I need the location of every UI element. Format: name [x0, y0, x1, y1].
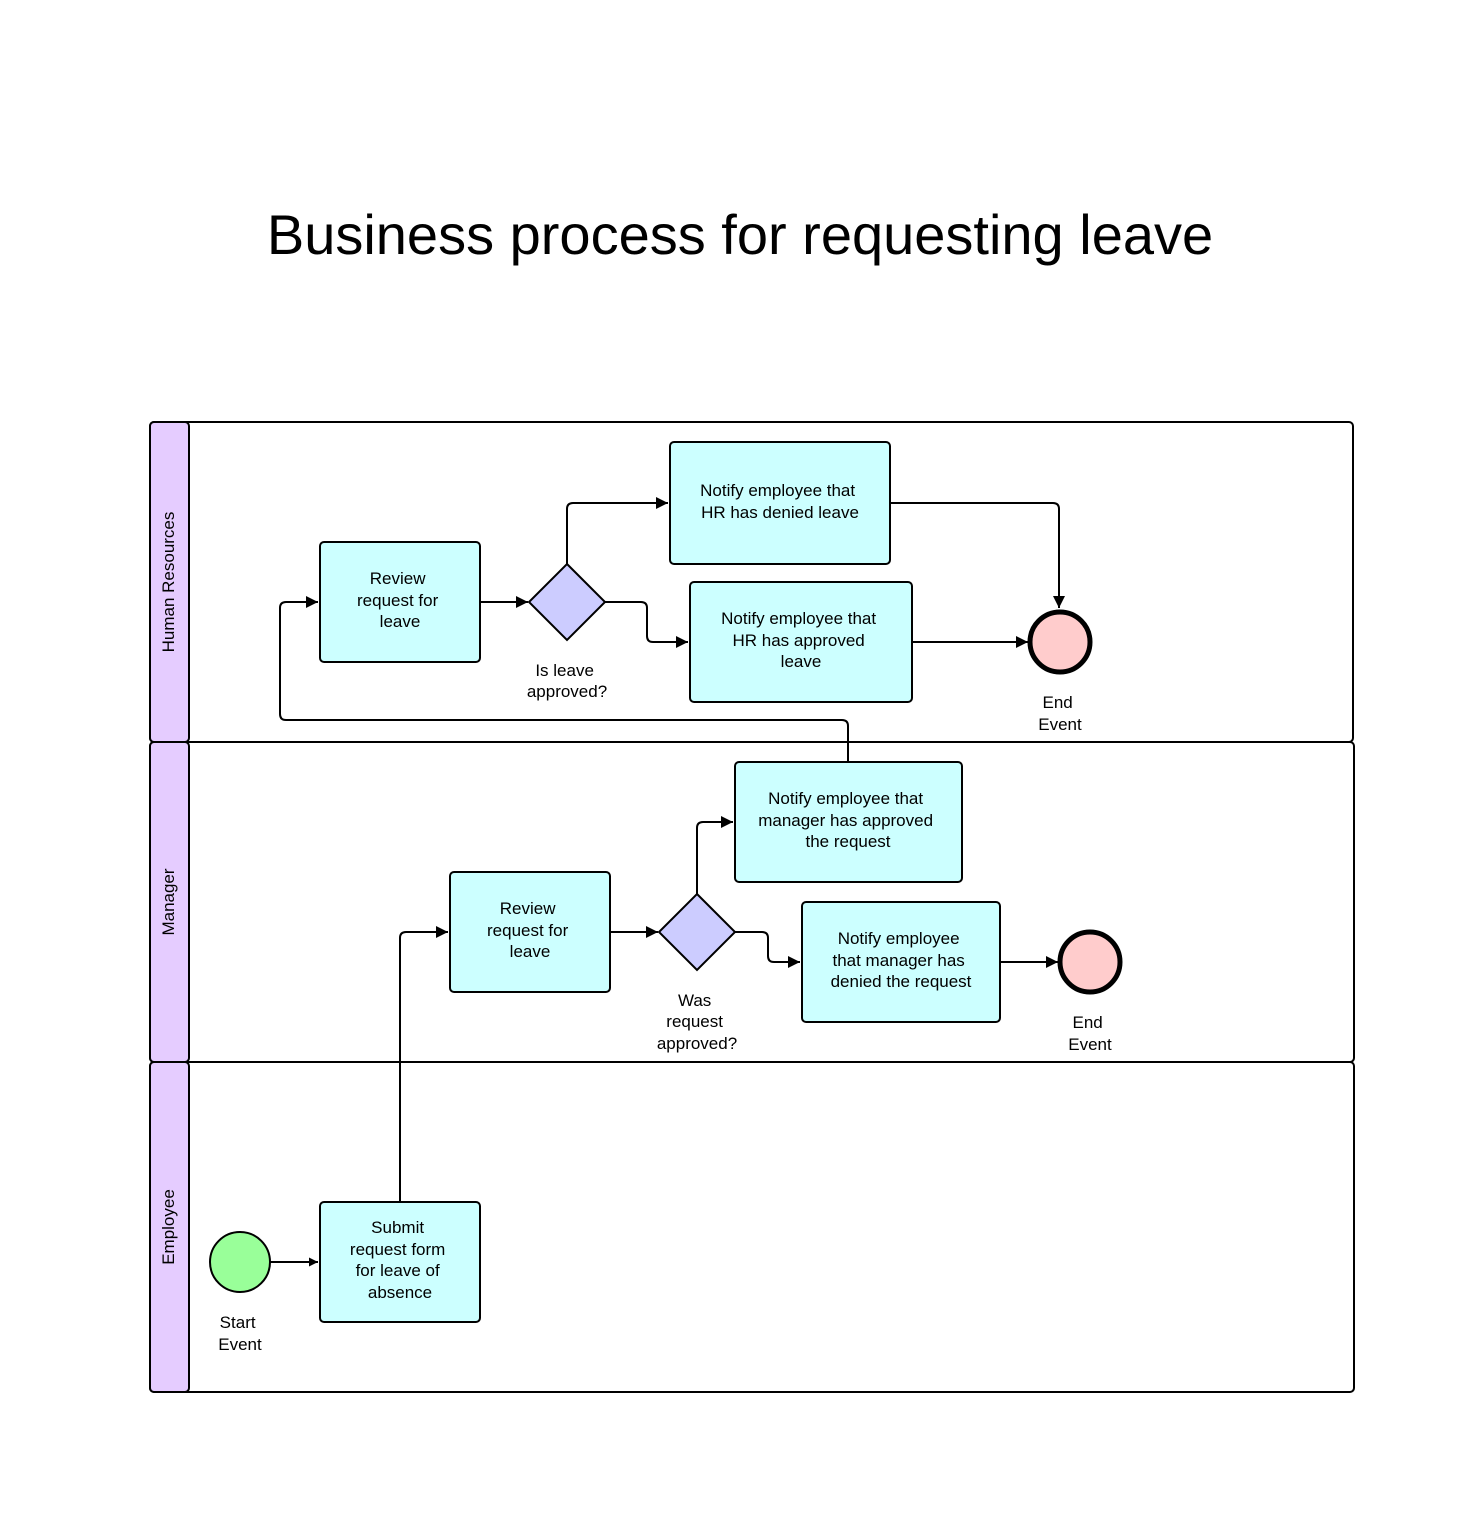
task-label-line: the request: [805, 832, 890, 851]
task-manager-notify-approved: Notify employee that manager has approve…: [734, 761, 963, 883]
task-label-line: leave: [781, 652, 822, 671]
task-label-line: Submit: [371, 1218, 424, 1237]
flow-gateway-to-manager-denied: [735, 931, 800, 968]
task-label-line: Notify employee that: [721, 609, 876, 628]
event-label-line: Event: [1038, 715, 1082, 734]
svg-text:Notify employee that man: Notify employee that manager has denied …: [831, 929, 972, 991]
task-label-line: Review: [500, 899, 556, 918]
task-label-line: leave: [380, 612, 421, 631]
task-label-line: denied the request: [831, 972, 972, 991]
task-hr-notify-approved: Notify employee that HR has approved lea…: [689, 581, 913, 703]
svg-text:Notify employee that man: Notify employee that manager has approve…: [758, 789, 938, 851]
svg-text:Start Event: Start Event: [218, 1313, 262, 1354]
svg-text:Notify employee that HR: Notify employee that HR has denied leave: [700, 481, 860, 522]
task-label-line: Notify employee that: [768, 789, 923, 808]
task-box: [734, 761, 963, 883]
sequence-flows: [270, 497, 1065, 1267]
task-box: [319, 541, 481, 663]
lane-label: Employee: [159, 1189, 178, 1265]
task-hr-review-request: Review request for leave: [319, 541, 481, 663]
gateway-label-line: approved?: [527, 682, 607, 701]
task-label-line: that manager has: [832, 951, 964, 970]
task-label-line: Notify employee that: [700, 481, 855, 500]
gateway-label-line: approved?: [657, 1034, 737, 1053]
svg-text:Is leave approved?: Is leave approved?: [527, 661, 607, 701]
flow-gateway-to-hr-denied: [566, 497, 668, 564]
svg-text:End Event: End Event: [1068, 1013, 1112, 1054]
svg-text:Review request for: Review request for leave: [487, 899, 573, 961]
event-label-line: Start: [220, 1313, 256, 1332]
task-label-line: Notify employee: [838, 929, 960, 948]
lane-label: Manager: [159, 868, 178, 935]
gateway-manager-request-approved: Was request approved?: [657, 892, 737, 1053]
end-event-circle: [1057, 929, 1123, 995]
gateway-hr-leave-approved: Is leave approved?: [527, 562, 607, 701]
event-label-line: Event: [1068, 1035, 1112, 1054]
flow-hr-denied-to-end: [890, 502, 1065, 608]
task-label-line: for leave of: [356, 1261, 440, 1280]
gateway-label-line: request: [666, 1012, 723, 1031]
end-event-manager: End Event: [1057, 929, 1123, 1054]
svg-text:Review request for: Review request for leave: [357, 569, 443, 631]
task-label-line: absence: [368, 1283, 432, 1302]
svg-text:Submit request form: Submit request form for leave of absence: [350, 1218, 450, 1302]
flow-submit-to-manager-review: [399, 926, 448, 1202]
task-label-line: leave: [510, 942, 551, 961]
task-label-line: Review: [370, 569, 426, 588]
flow-gateway-to-hr-approved: [605, 601, 688, 648]
task-box: [689, 581, 913, 703]
task-label-line: request form: [350, 1240, 445, 1259]
gateway-diamond: [527, 562, 607, 642]
flow-manager-approved-to-hr-review: [279, 596, 849, 762]
event-label-line: Event: [218, 1335, 262, 1354]
task-box: [319, 1201, 481, 1323]
event-label-line: End: [1073, 1013, 1103, 1032]
task-box: [669, 441, 891, 565]
start-event-circle: [209, 1231, 271, 1293]
event-label-line: End: [1043, 693, 1073, 712]
svg-text:End Event: End Event: [1038, 693, 1082, 734]
task-label-line: request for: [357, 591, 439, 610]
gateway-label-line: Was: [678, 991, 711, 1010]
task-label-line: manager has approved: [758, 811, 933, 830]
task-label-line: request for: [487, 921, 569, 940]
task-manager-notify-denied: Notify employee that manager has denied …: [801, 901, 1001, 1023]
diagram-title: Business process for requesting leave: [267, 203, 1213, 266]
end-event-circle: [1027, 609, 1093, 675]
lane-header: [149, 1061, 190, 1393]
svg-text:Was request approv: Was request approved?: [657, 991, 737, 1053]
task-box: [449, 871, 611, 993]
svg-text:Notify employee that HR: Notify employee that HR has approved lea…: [721, 609, 881, 671]
start-event-employee: Start Event: [209, 1231, 271, 1354]
task-hr-notify-denied: Notify employee that HR has denied leave: [669, 441, 891, 565]
task-manager-review-request: Review request for leave: [449, 871, 611, 993]
lane-label: Human Resources: [159, 512, 178, 653]
gateway-label-line: Is leave: [535, 661, 594, 680]
flow-gateway-to-manager-approved: [696, 816, 733, 894]
task-box: [801, 901, 1001, 1023]
task-employee-submit-request: Submit request form for leave of absence: [319, 1201, 481, 1323]
gateway-diamond: [657, 892, 737, 972]
end-event-hr: End Event: [1027, 609, 1093, 734]
task-label-line: HR has approved: [732, 631, 864, 650]
task-label-line: HR has denied leave: [701, 503, 859, 522]
